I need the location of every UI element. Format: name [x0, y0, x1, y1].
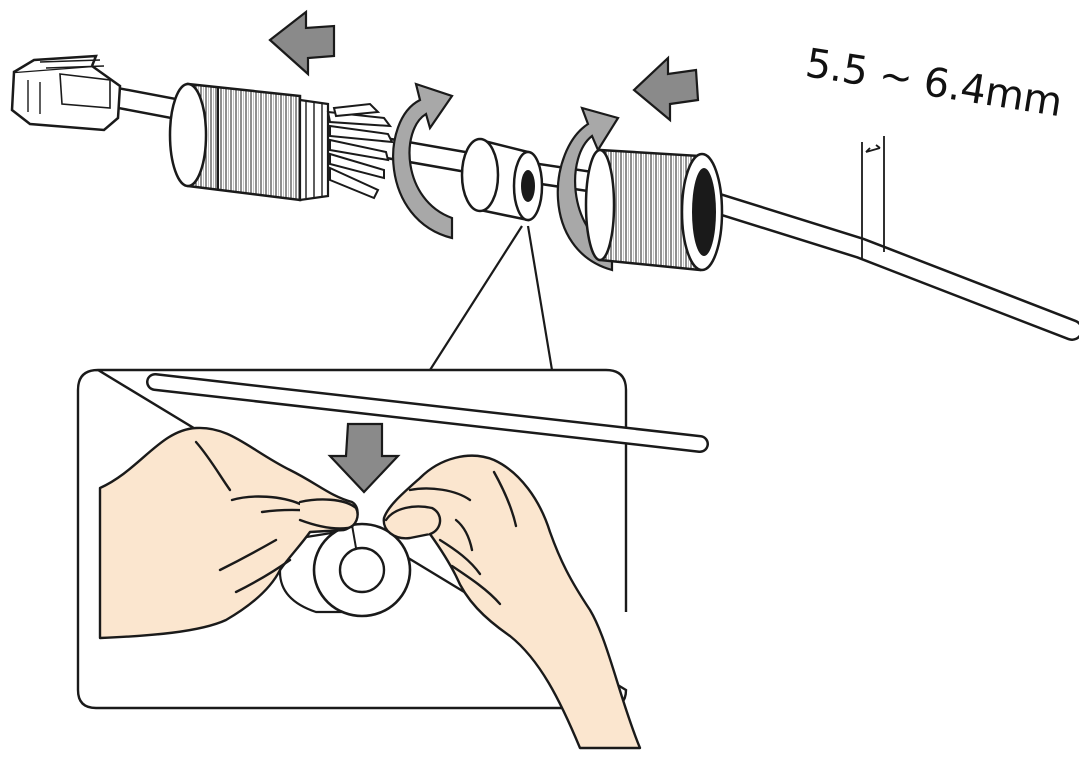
rubber-seal-icon	[460, 137, 544, 222]
connector-housing	[168, 82, 330, 202]
wire-clamp-fingers	[326, 102, 394, 200]
rotate-arrow-icon	[392, 82, 454, 240]
dimension-marker	[861, 136, 885, 260]
rotate-arrow-icon-2	[556, 106, 620, 272]
move-left-arrow-icon	[268, 9, 336, 77]
move-down-arrow-icon	[327, 422, 401, 494]
sealing-nut-icon	[584, 148, 724, 272]
hands-icon	[98, 426, 642, 750]
move-left-arrow-icon-2	[632, 55, 700, 123]
detail-callout-lines	[429, 225, 554, 371]
inset-rubber-seal	[278, 522, 412, 618]
rj45-plug-icon	[10, 54, 122, 132]
inset-cable	[146, 373, 709, 453]
